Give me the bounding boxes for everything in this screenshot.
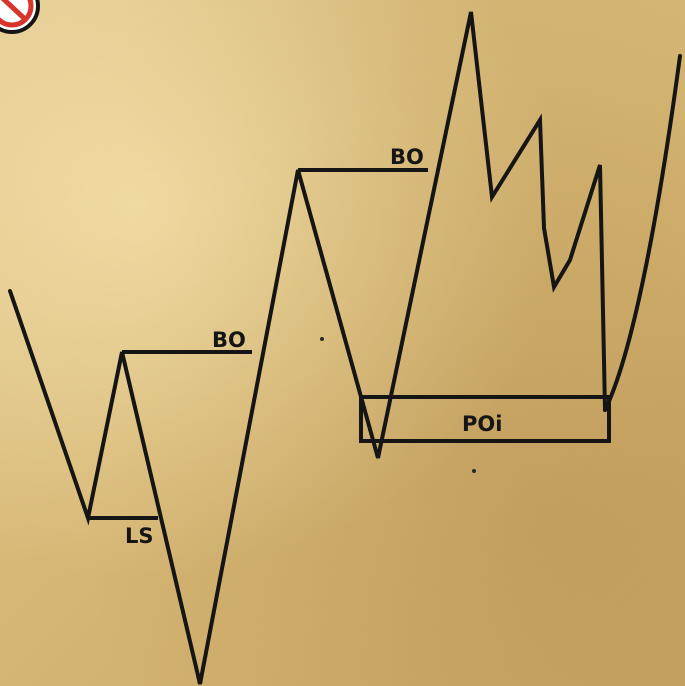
paper-speck [320, 337, 324, 341]
price-path-main [8, 11, 607, 685]
poi-zone-box [359, 395, 611, 443]
no-entry-badge-icon [0, 0, 40, 34]
ls-label: LS [125, 524, 154, 548]
bo-lower-label: BO [212, 328, 246, 352]
paper-speck [472, 469, 476, 473]
poi-label: POi [462, 412, 502, 436]
bo-upper-label: BO [390, 145, 424, 169]
price-path-rally [603, 54, 682, 412]
